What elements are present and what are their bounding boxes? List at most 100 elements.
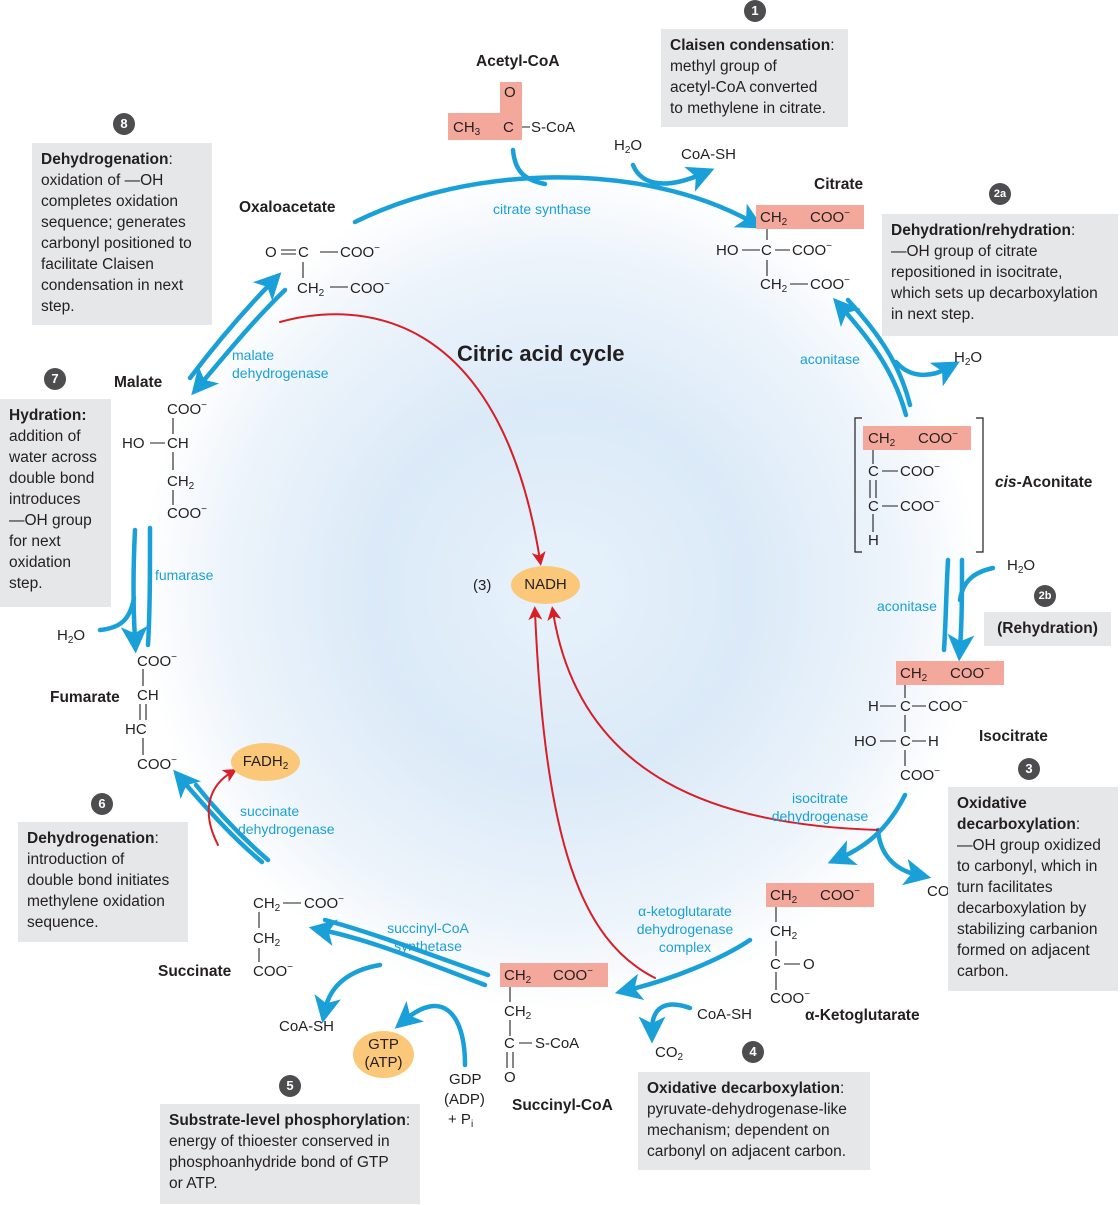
label-oxaloacetate: Oxaloacetate [239, 199, 336, 216]
label-fumarate: Fumarate [50, 689, 120, 706]
nadh-count: (3) [473, 577, 492, 594]
label-isocitrate: Isocitrate [979, 728, 1048, 745]
chem-succinate: COO− [304, 894, 345, 913]
step-badge-7: 7 [44, 368, 66, 390]
arrow-succinate-to-fumarate [173, 769, 265, 865]
arrow-h2o-in-3 [97, 595, 137, 633]
enzyme-aconitase-1: aconitase [800, 351, 860, 367]
chem-malate: CH [167, 435, 189, 452]
chem-citrate: CH2 [760, 276, 788, 295]
step-note-2a: Dehydration/rehydration: —OH group of ci… [882, 214, 1118, 336]
chem-acetyl: CH3 [453, 119, 481, 138]
chem-cisaconitate: COO− [918, 429, 959, 448]
enzyme-succinyl-coa-synthetase: succinyl-CoA synthetase [387, 920, 469, 954]
chem-oxaloacetate: CH2 [297, 280, 325, 299]
enzyme-akg-dh: α-ketoglutarate dehydrogenase complex [636, 903, 734, 955]
arrow-fumarate-to-malate-up [145, 525, 153, 648]
arrow-akg-to-succinylcoa [614, 937, 753, 1001]
step-note-1: Claisen condensation: methyl group of ac… [661, 29, 848, 127]
chem-malate: COO− [167, 504, 208, 523]
highlight-cisaconitate [863, 426, 971, 450]
small-h2o-4: H2O [57, 627, 86, 646]
chem-isocitrate: H [868, 698, 879, 715]
highlight-akg [766, 883, 874, 907]
arrow-aconitate-to-isocitrate [947, 557, 975, 662]
bond-oxaloacetate [281, 249, 348, 288]
highlight-isocitrate [896, 661, 1004, 685]
arrow-oaa-to-citrate [352, 175, 764, 229]
chem-citrate: COO− [810, 208, 851, 227]
chem-cisaconitate: COO− [900, 497, 941, 516]
chem-isocitrate: HO [854, 733, 877, 750]
diagram-title: Citric acid cycle [457, 341, 625, 366]
arrow-nadh-from-isocitrate [547, 606, 879, 831]
small-coash-1: CoA-SH [681, 146, 737, 163]
chem-akg: COO− [770, 989, 811, 1008]
chem-citrate: CH2 [760, 209, 788, 228]
bond-fumarate [139, 669, 147, 755]
chem-succinylcoa: S-CoA [535, 1035, 580, 1052]
chem-oxaloacetate: COO− [340, 243, 381, 262]
label-succinate: Succinate [158, 963, 232, 980]
label-cis-rest: -Aconitate [1016, 474, 1093, 491]
chem-akg: CH2 [770, 923, 798, 942]
step-badge-4: 4 [742, 1041, 764, 1063]
step-badge-3: 3 [1018, 758, 1040, 780]
enzyme-succinate-dh: succinate dehydrogenase [238, 803, 335, 837]
chem-isocitrate: COO− [928, 697, 969, 716]
chem-akg: CH2 [770, 887, 798, 906]
chem-isocitrate: C [900, 698, 911, 715]
chem-akg: COO− [820, 886, 861, 905]
label-citrate: Citrate [814, 176, 864, 193]
small-coash-3: CoA-SH [279, 1018, 335, 1035]
label-malate: Malate [114, 374, 163, 391]
highlight-succinylcoa [500, 963, 608, 987]
chem-citrate: COO− [792, 241, 833, 260]
enzyme-aconitase-2: aconitase [877, 598, 937, 614]
enzyme-fumarase: fumarase [155, 567, 214, 583]
arrow-coash-in-co2-out [638, 1002, 693, 1044]
bond-succinate [258, 902, 301, 962]
chem-succinylcoa: O [504, 1069, 516, 1086]
chem-cisaconitate: H [868, 532, 879, 549]
chem-isocitrate: COO− [900, 766, 941, 785]
small-co2-2: CO2 [655, 1044, 684, 1063]
highlight-acetyl-c [500, 82, 522, 140]
arrow-aconitate-to-isocitrate-up [941, 557, 951, 653]
chem-isocitrate: C [900, 733, 911, 750]
step-badge-2a: 2a [989, 183, 1011, 205]
small-h2o-1: H2O [614, 137, 643, 156]
bond-malate [150, 418, 174, 505]
chem-succinylcoa: COO− [553, 966, 594, 985]
enzyme-malate-dh: malate dehydrogenase [232, 347, 329, 381]
arrow-fadh2 [207, 768, 238, 846]
step-note-7: Hydration: addition of water across doub… [0, 399, 111, 607]
chem-succinate: CH2 [253, 895, 281, 914]
chem-succinylcoa: C [504, 1035, 515, 1052]
step-note-8: Dehydrogenation: oxidation of —OH comple… [32, 143, 212, 325]
arrow-succinylcoa-to-succinate [308, 919, 488, 988]
chem-akg: C [770, 956, 781, 973]
label-succinyl-coa: Succinyl-CoA [512, 1097, 613, 1114]
arrow-acetylcoa-in [510, 147, 548, 187]
step-note-3: Oxidative decarboxylation: —OH group oxi… [948, 787, 1118, 991]
arrow-nadh-from-akg [528, 606, 656, 979]
small-coash-2: CoA-SH [697, 1006, 753, 1023]
enzyme-isocitrate-dh: isocitrate dehydrogenase [771, 790, 869, 824]
chem-cisaconitate: C [868, 463, 879, 480]
small-pi: + Pi [448, 1111, 474, 1130]
chem-succinylcoa: CH2 [504, 1003, 532, 1022]
chem-isocitrate: H [928, 733, 939, 750]
chem-acetyl: C [503, 119, 514, 136]
chem-cisaconitate: C [868, 498, 879, 515]
chem-acetyl: S-CoA [531, 119, 576, 136]
chem-fumarate: HC [125, 721, 147, 738]
arrow-malate-to-fumarate [120, 527, 148, 654]
step-note-4: Oxidative decarboxylation: pyruvate-dehy… [638, 1072, 870, 1170]
arrow-succinate-to-succinylcoa [322, 917, 491, 978]
arrow-h2o-in-coash-out [630, 162, 715, 192]
step-note-6: Dehydrogenation: introduction of double … [18, 822, 188, 942]
arrow-oaa-to-malate [191, 287, 288, 396]
chem-citrate: HO [716, 242, 739, 259]
small-h2o-2: H2O [954, 349, 983, 368]
